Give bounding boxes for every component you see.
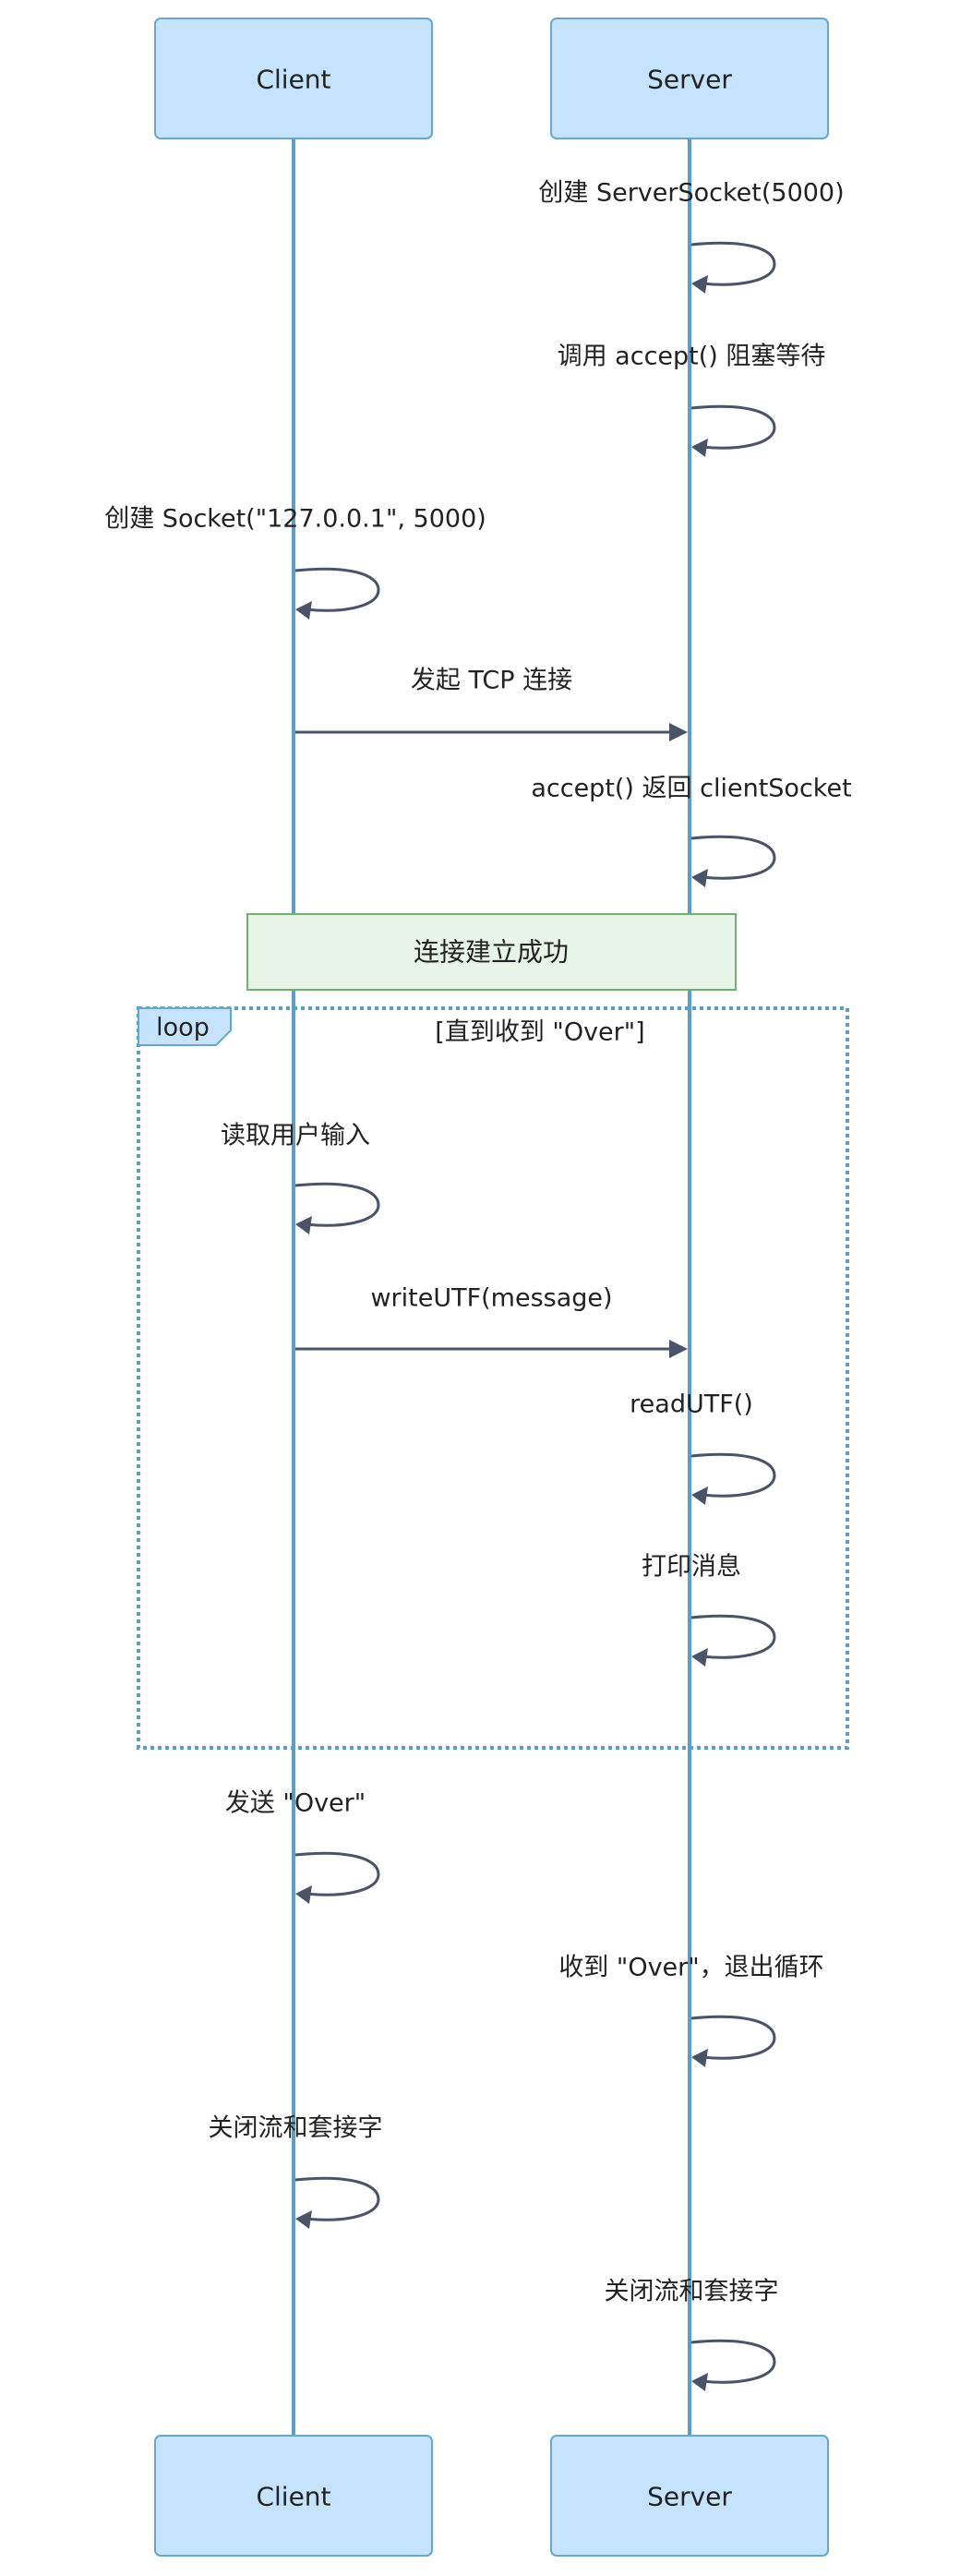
self-message-label: 收到 "Over"，退出循环	[558, 1954, 823, 1982]
self-message-arrow	[294, 1851, 380, 1896]
self-message-arrow	[690, 241, 776, 286]
self-message: 关闭流和套接字	[605, 2278, 779, 2391]
self-message: readUTF()	[630, 1390, 776, 1505]
loop-condition: [直到收到 "Over"]	[435, 1018, 644, 1047]
self-message-label: 创建 ServerSocket(5000)	[538, 179, 844, 208]
self-message-arrow	[690, 1614, 776, 1659]
server-actor-top: Server	[550, 18, 829, 139]
self-message-label: accept() 返回 clientSocket	[531, 775, 851, 803]
server-actor-bottom: Server	[550, 2435, 829, 2557]
client-actor-label: Client	[256, 65, 330, 95]
arrowhead-icon	[691, 2049, 708, 2067]
self-message-label: 关闭流和套接字	[605, 2278, 779, 2306]
self-message-arrow	[690, 835, 776, 880]
server-actor-label: Server	[647, 65, 732, 95]
loop-tag	[138, 1007, 232, 1046]
self-message: 打印消息	[642, 1553, 776, 1667]
self-message-label: readUTF()	[630, 1390, 753, 1419]
arrowhead-icon	[691, 1648, 708, 1667]
arrowhead-icon	[691, 2373, 708, 2391]
arrowhead-icon	[295, 1885, 312, 1904]
self-message: 创建 Socket("127.0.0.1", 5000)	[104, 505, 486, 620]
arrowhead-icon	[691, 1487, 708, 1505]
message: writeUTF(message)	[295, 1284, 688, 1358]
self-message: 创建 ServerSocket(5000)	[538, 179, 845, 294]
self-message-label: 调用 accept() 阻塞等待	[558, 343, 826, 371]
arrowhead-icon	[295, 1216, 312, 1234]
message-label: writeUTF(message)	[370, 1284, 612, 1313]
arrowhead-icon	[691, 869, 708, 887]
self-message-arrow	[294, 2176, 380, 2221]
server-actor-label: Server	[647, 2482, 732, 2512]
arrowhead-icon	[669, 1340, 688, 1358]
self-message-arrow	[294, 567, 380, 612]
message: 发起 TCP 连接	[295, 667, 688, 741]
self-message-arrow	[690, 2339, 776, 2384]
self-message-arrow	[690, 404, 776, 450]
self-message-label: 关闭流和套接字	[209, 2114, 383, 2143]
self-message-arrow	[294, 1182, 380, 1227]
messages: 创建 ServerSocket(5000) 调用 accept() 阻塞等待创建 …	[104, 179, 852, 2391]
loop-frame: loop [直到收到 "Over"]	[137, 1006, 849, 1750]
client-actor-label: Client	[256, 2482, 330, 2512]
self-message: 发送 "Over"	[225, 1789, 380, 1904]
self-message-label: 创建 Socket("127.0.0.1", 5000)	[104, 505, 486, 534]
self-message: accept() 返回 clientSocket	[531, 775, 852, 887]
self-message-label: 发送 "Over"	[225, 1789, 366, 1818]
message-label: 发起 TCP 连接	[411, 667, 572, 695]
arrowhead-icon	[295, 601, 312, 620]
self-message: 收到 "Over"，退出循环	[558, 1954, 824, 2067]
client-actor-bottom: Client	[154, 2435, 433, 2557]
self-message-arrow	[690, 2015, 776, 2060]
arrowhead-icon	[295, 2210, 312, 2229]
note-connection-established: 连接建立成功	[246, 913, 737, 991]
client-actor-top: Client	[154, 18, 433, 139]
arrowhead-icon	[691, 439, 708, 457]
self-message-arrow	[690, 1452, 776, 1498]
arrowhead-icon	[691, 275, 708, 294]
self-message: 关闭流和套接字	[209, 2114, 383, 2229]
self-message-label: 打印消息	[642, 1553, 741, 1582]
self-message: 读取用户输入	[221, 1122, 380, 1234]
self-message-label: 读取用户输入	[221, 1122, 370, 1150]
note-label: 连接建立成功	[414, 937, 569, 968]
self-message: 调用 accept() 阻塞等待	[558, 343, 826, 457]
loop-tag-label: loop	[156, 1014, 210, 1042]
arrowhead-icon	[669, 723, 688, 741]
